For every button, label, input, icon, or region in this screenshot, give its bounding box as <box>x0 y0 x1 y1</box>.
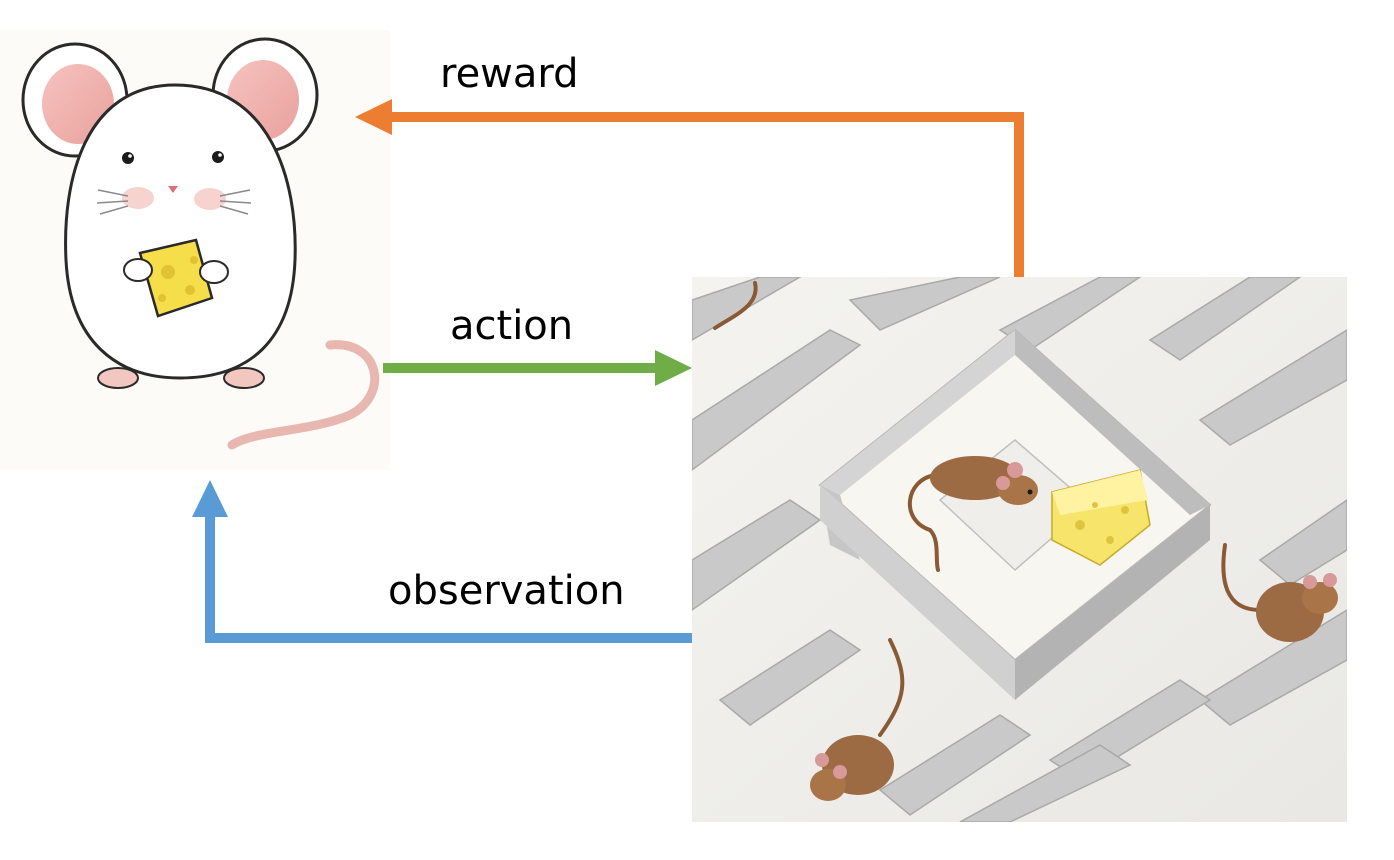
mouse-right-eye <box>212 151 224 163</box>
mouse-right-paw <box>199 260 229 284</box>
action-arrow <box>383 350 692 386</box>
mouse-tail <box>227 340 380 450</box>
maze-mouse-tail-partial <box>713 281 758 330</box>
mouse-left-cheek <box>122 187 154 209</box>
mouse-left-foot <box>97 367 139 389</box>
environment-maze-illustration <box>692 277 1347 822</box>
mouse-right-cheek <box>194 188 226 210</box>
action-label: action <box>450 303 574 349</box>
maze-walls <box>692 277 1347 822</box>
mouse-right-foot <box>223 367 265 389</box>
maze-cheese <box>1051 469 1151 566</box>
mouse-whiskers <box>96 189 252 215</box>
mouse-nose <box>168 186 178 193</box>
observation-arrow <box>192 480 692 643</box>
reward-label: reward <box>440 51 579 97</box>
mouse-left-eye <box>122 152 134 164</box>
maze-mouse-center <box>907 456 1038 572</box>
mouse-body <box>64 83 297 380</box>
maze-mouse-right <box>1221 543 1338 642</box>
agent-mouse-illustration <box>0 30 390 470</box>
reward-arrow <box>355 99 1024 277</box>
observation-label: observation <box>388 568 625 614</box>
maze-mouse-bottom <box>810 638 905 801</box>
mouse-left-paw <box>123 258 153 282</box>
held-cheese <box>138 238 214 318</box>
